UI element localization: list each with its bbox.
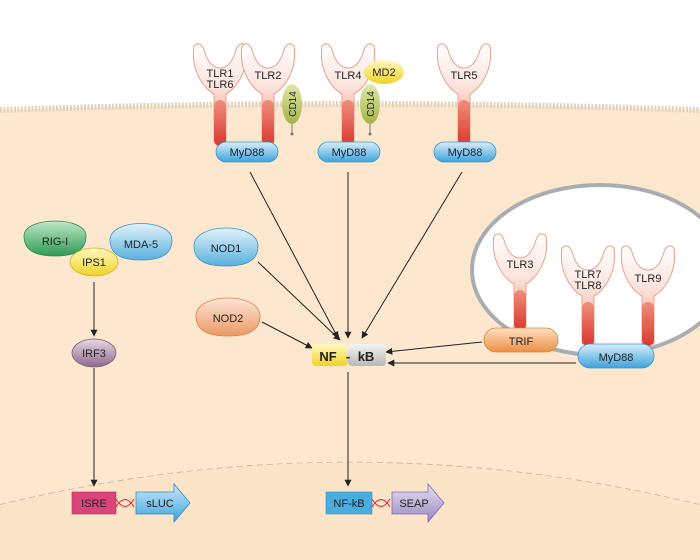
seap-label: SEAP	[399, 498, 428, 510]
adaptor-myd88-3: MyD88	[433, 141, 497, 163]
adaptor-ips1: IPS1	[69, 247, 119, 277]
nfkb-sep-label: -	[346, 349, 350, 364]
adaptor-trif: TRIF	[483, 327, 559, 353]
signaling-arrows	[90, 171, 576, 487]
tlr8-label: TLR8	[575, 280, 602, 292]
receptor-tlr2: TLR2	[240, 43, 296, 146]
cd14-a-label: CD14	[288, 91, 299, 117]
md2-label: MD2	[372, 67, 395, 79]
receptor-tlr5: TLR5	[436, 43, 492, 146]
myd88-3-label: MyD88	[448, 147, 483, 159]
receptor-tlr1-tlr6: TLR1 TLR6	[192, 43, 248, 146]
nfkb-right-label: kB	[358, 349, 375, 364]
isre-label: ISRE	[81, 498, 107, 510]
trif-label: TRIF	[509, 336, 534, 348]
tlr7-label: TLR7	[575, 269, 602, 281]
tlr1-label: TLR1	[207, 68, 234, 80]
arrow-nod2-to-nfkb	[261, 321, 313, 349]
dna-helix-icon	[115, 498, 135, 508]
ips1-label: IPS1	[82, 257, 106, 269]
receptor-tlr9: TLR9	[620, 245, 676, 346]
nfkb-left-label: NF	[319, 349, 336, 364]
adaptor-myd88-2: MyD88	[317, 141, 381, 163]
arrow-nod1-to-nfkb	[257, 261, 341, 341]
receptor-tlr7-tlr8: TLR7 TLR8	[560, 245, 616, 346]
nfkb-box-label: NF-kB	[333, 498, 364, 510]
rig1-label: RIG-I	[42, 236, 68, 248]
nod1-label: NOD1	[211, 243, 242, 255]
dna-helix-icon	[371, 498, 391, 508]
cd14-b-label: CD14	[366, 91, 377, 117]
adaptor-myd88-1: MyD88	[215, 141, 279, 163]
myd88-1-label: MyD88	[230, 147, 265, 159]
sluc-label: sLUC	[146, 498, 174, 510]
tlr4-label: TLR4	[335, 70, 362, 82]
sensor-rig1: RIG-I	[23, 220, 87, 257]
sensor-mda5: MDA-5	[109, 223, 173, 261]
reporter-isre-sluc: ISRE sLUC	[71, 482, 191, 524]
tlr3-label: TLR3	[507, 259, 534, 271]
adaptor-myd88-4: MyD88	[577, 343, 655, 369]
myd88-2-label: MyD88	[332, 147, 367, 159]
sensor-nod1: NOD1	[193, 227, 259, 267]
arrow-myd88-1-to-nfkb	[249, 171, 339, 339]
tlr2-label: TLR2	[255, 70, 282, 82]
irf3-label: IRF3	[82, 348, 106, 360]
tlr5-label: TLR5	[451, 70, 478, 82]
receptor-tlr3: TLR3	[492, 233, 548, 333]
coreceptor-md2: MD2	[364, 60, 404, 84]
coreceptor-cd14-a: CD14	[282, 84, 302, 136]
myd88-4-label: MyD88	[599, 352, 634, 364]
sensor-nod2: NOD2	[195, 297, 261, 337]
arrow-trif-to-nfkb	[385, 341, 483, 355]
reporter-nfkb-seap: NF-kB SEAP	[325, 482, 445, 524]
arrow-myd88-3-to-nfkb	[361, 171, 463, 339]
receptor-tlr4: TLR4	[320, 43, 376, 146]
mda5-label: MDA-5	[124, 239, 158, 251]
nfkb-complex: NF - kB	[312, 344, 386, 366]
tlr6-label: TLR6	[207, 79, 234, 91]
adaptor-irf3: IRF3	[71, 338, 117, 368]
tlr9-label: TLR9	[635, 273, 662, 285]
coreceptor-cd14-b: CD14	[360, 84, 380, 136]
nod2-label: NOD2	[213, 313, 244, 325]
